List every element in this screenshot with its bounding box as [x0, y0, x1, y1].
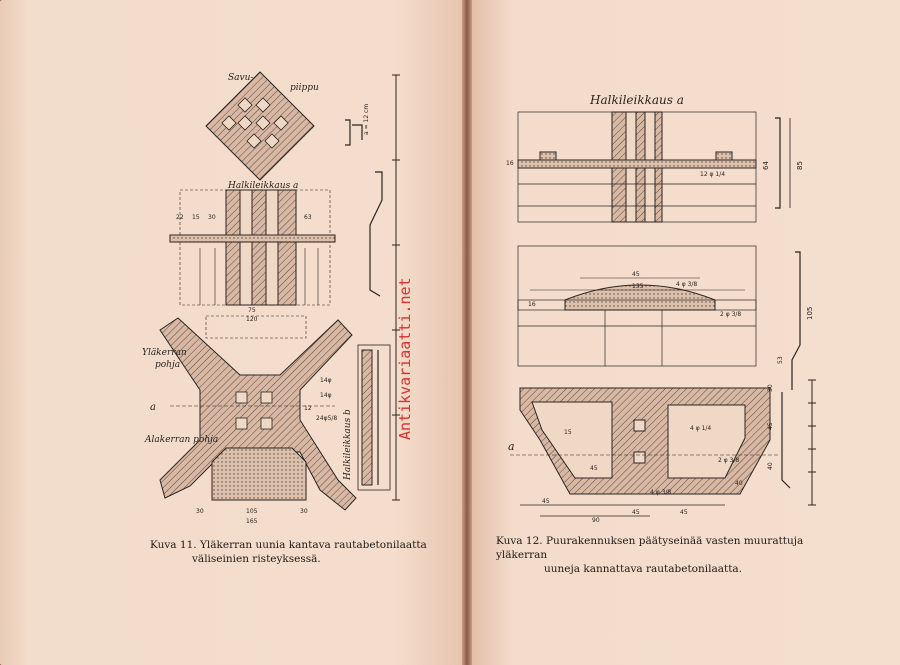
dim-4phi38b: 4 φ 3/8 [650, 489, 671, 496]
dim-30b: 30 [196, 508, 204, 515]
dim-12phi14: 64 [762, 161, 770, 170]
left-section-b-drawing [357, 344, 391, 491]
dim-15r: 15 [564, 429, 572, 436]
rebar-detail-small [345, 119, 363, 146]
dim-45a: 45 [632, 271, 640, 278]
left-caption: Kuva 11. Yläkerran uunia kantava rautabe… [150, 538, 450, 566]
dim-64: 40 [735, 480, 743, 487]
rebar-bent-right-top [775, 117, 791, 209]
dim-30: 30 [208, 214, 216, 221]
dim-30r: 30 [767, 384, 774, 392]
dim-85: 85 [796, 161, 804, 170]
dim-16b: 16 [528, 301, 536, 308]
slab-plan-cross [159, 315, 357, 511]
dim-40: 40 [767, 462, 774, 470]
right-section-a-title: Halkileikkaus a [589, 93, 684, 107]
dim-30c: 30 [300, 508, 308, 515]
dim-75: 75 [248, 307, 256, 314]
section-marker-a-left: a [150, 402, 156, 413]
dim-2phi38c: 2 φ 3/8 [718, 457, 739, 464]
dim-14b: 14φ [320, 392, 332, 399]
dim-12: 12 [304, 405, 312, 412]
dim-22: 22 [176, 214, 184, 221]
dim-53: 53 [777, 356, 784, 364]
rebar-bent-left [369, 171, 383, 297]
savupiippu-label-b: piippu [290, 83, 319, 93]
dim-15: 15 [192, 214, 200, 221]
scale-bar-left [392, 74, 400, 501]
dim-105: 105 [246, 508, 258, 515]
dim-90: 90 [592, 517, 600, 524]
ylakerran-pohja-label-a: Yläkerran [142, 348, 187, 358]
dim-165: 165 [246, 518, 258, 525]
right-caption-line2: uuneja kannattava rautabetonilaatta. [544, 563, 743, 575]
chimney-plan-diamond [205, 71, 315, 181]
left-caption-line1: Kuva 11. Yläkerran uunia kantava rautabe… [150, 539, 427, 551]
book-gutter [462, 0, 472, 665]
right-page [470, 0, 900, 665]
ylakerran-pohja-label-b: pohja [155, 360, 180, 370]
dim-45b: 45 [542, 498, 550, 505]
dim-2phi38b: 2 φ 3/8 [720, 311, 741, 318]
dim-45e: 45 [590, 465, 598, 472]
dim-24: 24φ5/8 [316, 415, 337, 422]
dim-4phi14: 4 φ 1/4 [690, 425, 711, 432]
watermark: Antikvariaatti.net [396, 277, 414, 440]
left-section-a-title: Halkileikkaus a [227, 181, 298, 191]
dim-120: 120 [246, 316, 258, 323]
right-caption-line1: Kuva 12. Puurakennuksen päätyseinää vast… [496, 535, 804, 561]
right-section-b-drawing [517, 245, 757, 367]
dim-45d: 45 [680, 509, 688, 516]
scale-bar-right [808, 379, 816, 506]
dim-14a: 14φ [320, 377, 332, 384]
dim-16a: 16 [506, 160, 514, 167]
alakerran-pohja-label: Alakerran pohja [144, 435, 218, 445]
right-section-a-drawing [517, 111, 757, 223]
dim-45c: 45 [632, 509, 640, 516]
dim-4phi38a: 4 φ 3/8 [676, 281, 697, 288]
left-section-a-drawing [169, 189, 336, 306]
rebar-bent-right-mid [791, 251, 801, 390]
rebar-bent-right-bottom [781, 392, 791, 489]
dim-135: 135 [632, 283, 644, 290]
dim-105r: 105 [806, 307, 814, 320]
left-caption-line2: väliseinien risteyksessä. [192, 553, 321, 565]
dim-63: 63 [304, 214, 312, 221]
right-caption: Kuva 12. Puurakennuksen päätyseinää vast… [496, 534, 856, 576]
left-section-b-title: Halkileikkaus b [343, 409, 353, 481]
section-marker-a-right: a [508, 440, 515, 453]
dim-2phi38a: 12 φ 1/4 [700, 171, 725, 178]
savupiippu-label-a: Savu- [228, 73, 253, 83]
dim-a12: a = 12 cm [363, 104, 370, 135]
right-plan-drawing [510, 387, 780, 517]
dim-45f: 45 [767, 422, 774, 430]
